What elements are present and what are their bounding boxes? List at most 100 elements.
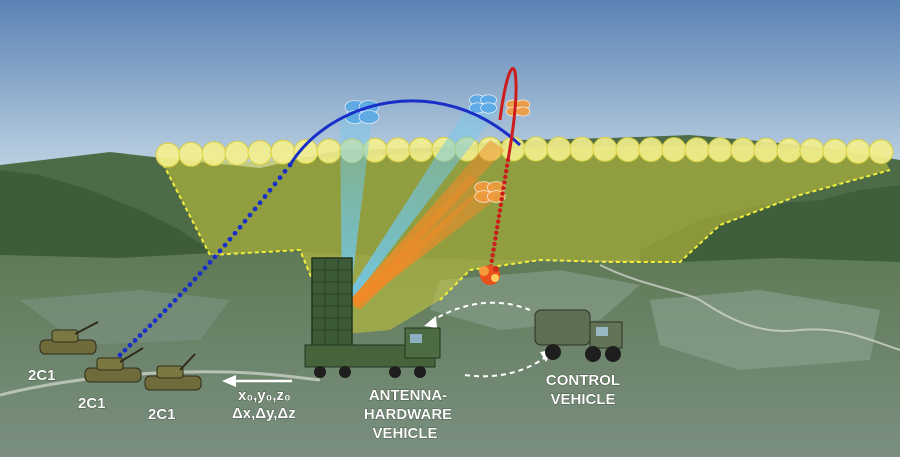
- outgoing-trajectory-dot: [152, 318, 158, 324]
- coverage-cell: [822, 138, 848, 164]
- blue-beam-cell: [358, 110, 380, 124]
- outgoing-trajectory-dot: [277, 175, 283, 181]
- right-mountain: [640, 185, 900, 280]
- coordinates-label-line-2: Δx,Δy,Δz: [232, 405, 296, 422]
- outgoing-trajectory-dot: [147, 323, 153, 329]
- coverage-cell: [684, 137, 710, 163]
- blue-beam-cell: [480, 102, 497, 114]
- outgoing-trajectory-dot: [252, 206, 258, 212]
- coverage-cell: [155, 142, 181, 168]
- outgoing-trajectory-dot: [242, 218, 248, 224]
- control-vehicle-label-line-2: VEHICLE: [550, 391, 615, 408]
- blue-beam-1: [340, 115, 372, 298]
- outgoing-trajectory-line: [288, 99, 522, 166]
- outgoing-trajectory-dot: [117, 352, 123, 358]
- coverage-cell: [776, 138, 802, 164]
- unit-label-2: 2C1: [78, 395, 106, 412]
- explosion-icon: [479, 265, 500, 285]
- outgoing-trajectory-dot: [137, 333, 143, 338]
- incoming-trajectory-dot: [494, 230, 499, 235]
- incoming-trajectory-dot: [500, 191, 505, 196]
- coverage-cell: [730, 137, 756, 163]
- coverage-cell: [247, 140, 273, 166]
- coverage-cell: [546, 136, 572, 162]
- outgoing-trajectory-dot: [237, 224, 243, 230]
- outgoing-trajectory-dot: [227, 236, 233, 242]
- outgoing-trajectory: [117, 99, 522, 358]
- outgoing-trajectory-dot: [157, 313, 163, 319]
- incoming-trajectory-dot: [493, 236, 498, 241]
- coverage-cell-row: [155, 136, 894, 168]
- coverage-cell: [523, 136, 549, 162]
- coverage-cell: [707, 137, 733, 163]
- orange-beam-3: [352, 175, 488, 310]
- coverage-cell: [868, 139, 894, 165]
- incoming-trajectory-dot: [499, 197, 504, 202]
- control-vehicle-label-line-1: CONTROL: [546, 372, 620, 389]
- outgoing-trajectory-dot: [142, 328, 148, 334]
- incoming-trajectory-dot: [491, 247, 496, 252]
- outgoing-trajectory-dot: [182, 287, 188, 293]
- coverage-cell: [201, 141, 227, 167]
- incoming-trajectory-dot: [503, 174, 508, 179]
- incoming-trajectory-dot: [495, 225, 500, 230]
- tank-icon: [144, 353, 202, 391]
- coverage-cell: [592, 136, 618, 162]
- outgoing-trajectory-dot: [257, 200, 263, 206]
- outgoing-trajectory-dot: [232, 230, 238, 236]
- coordinates-label-line-1: x₀,y₀,z₀: [238, 387, 291, 404]
- outgoing-trajectory-dot: [177, 292, 183, 298]
- coverage-cell: [408, 137, 434, 163]
- outgoing-trajectory-dot: [162, 308, 168, 314]
- coverage-cell: [224, 140, 250, 166]
- tank-icon: [84, 347, 144, 383]
- outgoing-trajectory-dot: [122, 347, 128, 353]
- coverage-cell: [615, 137, 641, 163]
- unit-label-3: 2C1: [148, 406, 176, 423]
- coverage-cell: [178, 141, 204, 167]
- incoming-trajectory: [487, 67, 518, 275]
- coverage-cell: [661, 137, 687, 163]
- coverage-cell: [385, 137, 411, 163]
- blue-beam-2: [345, 100, 500, 300]
- incoming-trajectory-dot: [495, 219, 501, 224]
- coverage-cell: [316, 138, 342, 164]
- outgoing-trajectory-dot: [207, 259, 213, 265]
- outgoing-trajectory-dot: [167, 303, 173, 308]
- coverage-cell: [569, 136, 595, 162]
- road-left: [0, 370, 321, 397]
- outgoing-trajectory-dot: [132, 338, 138, 343]
- coverage-cell: [845, 138, 871, 164]
- antenna-vehicle-label-line-1: ANTENNA-: [369, 387, 447, 404]
- arrow-left-icon: [222, 375, 292, 387]
- road-right: [599, 264, 900, 351]
- tank-icon: [39, 321, 99, 355]
- outgoing-trajectory-dot: [187, 282, 193, 287]
- left-hills: [0, 170, 240, 262]
- incoming-trajectory-dot: [504, 163, 510, 168]
- control-truck-icon: [534, 309, 623, 362]
- antenna-vehicle-label-line-3: VEHICLE: [372, 425, 437, 442]
- incoming-trajectory-dot: [492, 241, 497, 247]
- outgoing-trajectory-dot: [287, 162, 293, 168]
- incoming-trajectory-dot: [501, 185, 506, 191]
- outgoing-trajectory-dot: [202, 265, 208, 271]
- outgoing-trajectory-dot: [172, 297, 178, 303]
- outgoing-trajectory-dot: [247, 212, 253, 218]
- incoming-trajectory-dot: [502, 180, 507, 185]
- incoming-trajectory-dot: [498, 202, 503, 207]
- outgoing-trajectory-dot: [212, 254, 218, 260]
- radar-truck-icon: [304, 257, 441, 378]
- outgoing-trajectory-dot: [267, 187, 273, 193]
- coverage-cell: [753, 137, 779, 163]
- unit-label-1: 2C1: [28, 367, 56, 384]
- outgoing-trajectory-dot: [222, 242, 228, 248]
- incoming-trajectory-dot: [489, 258, 494, 263]
- outgoing-trajectory-dot: [262, 194, 268, 199]
- outgoing-trajectory-dot: [272, 181, 278, 187]
- orange-beam-cell: [515, 106, 531, 117]
- outgoing-trajectory-dot: [282, 168, 288, 174]
- outgoing-trajectory-dot: [197, 271, 203, 276]
- coverage-cell: [638, 137, 664, 163]
- outgoing-trajectory-dot: [192, 276, 198, 282]
